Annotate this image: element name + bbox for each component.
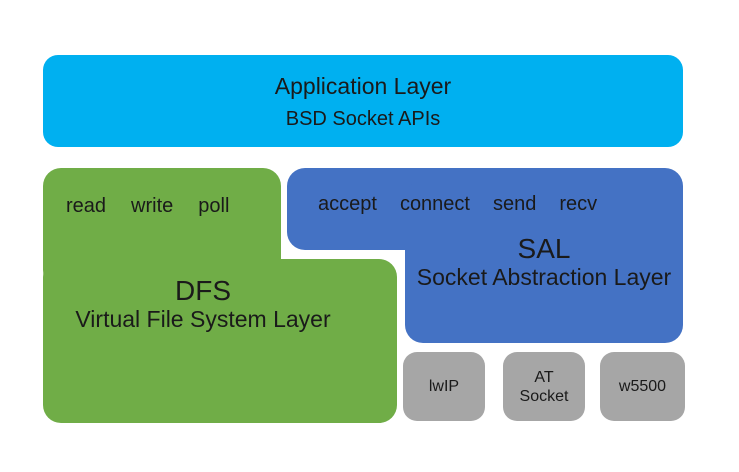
dfs-title-block: DFS Virtual File System Layer <box>43 276 363 333</box>
sal-api-row: accept connect send recv <box>318 192 597 216</box>
dfs-layer-abbr: DFS <box>175 275 231 306</box>
impl-box-lwip: lwIP <box>403 352 485 421</box>
impl-label: w5500 <box>618 378 667 395</box>
application-layer-box: Application Layer BSD Socket APIs <box>43 55 683 147</box>
api-label: poll <box>198 195 230 217</box>
api-label: read <box>66 195 107 217</box>
api-label: recv <box>559 193 598 215</box>
dfs-layer-shape-lower <box>43 259 397 423</box>
sal-layer-name: Socket Abstraction Layer <box>416 264 672 290</box>
impl-box-at-socket: AT Socket <box>503 352 585 421</box>
sal-title-block: SAL Socket Abstraction Layer <box>405 234 683 291</box>
api-label: write <box>131 195 174 217</box>
application-layer-subtitle: BSD Socket APIs <box>285 107 441 130</box>
sal-layer-abbr: SAL <box>517 233 571 264</box>
application-layer-title: Application Layer <box>274 72 452 99</box>
api-label: connect <box>399 193 470 215</box>
dfs-layer-name: Virtual File System Layer <box>75 306 331 332</box>
impl-box-w5500: w5500 <box>600 352 685 421</box>
impl-label: AT Socket <box>519 368 569 405</box>
dfs-api-row: read write poll <box>66 194 229 218</box>
impl-label: lwIP <box>428 378 460 395</box>
sal-layer-shape-lower <box>405 180 683 343</box>
api-label: send <box>493 193 537 215</box>
api-label: accept <box>318 193 377 215</box>
